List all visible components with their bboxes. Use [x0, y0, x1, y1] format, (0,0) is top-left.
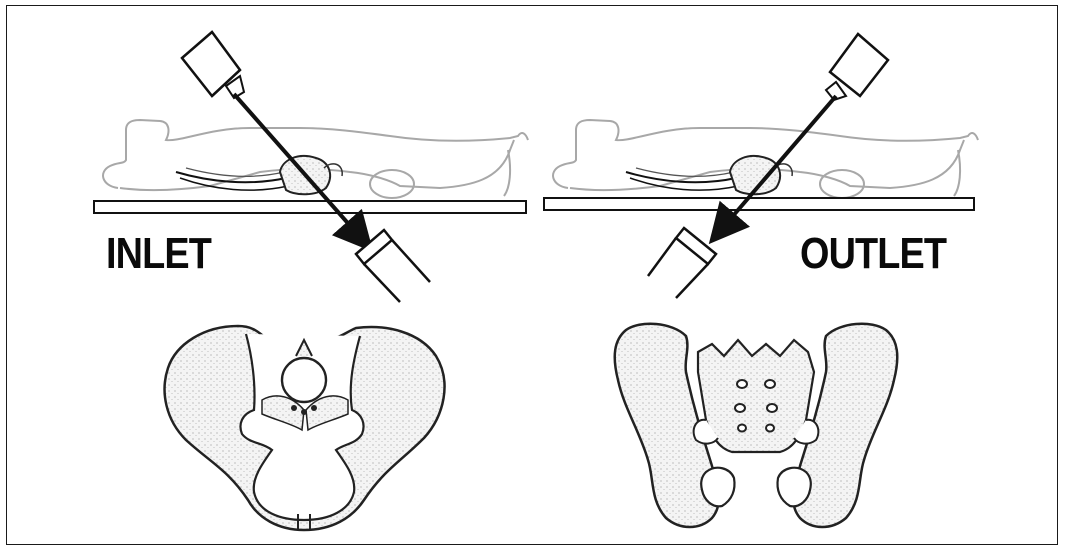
- table: [544, 198, 974, 210]
- x-ray-tube-icon: [826, 34, 888, 100]
- detector-icon: [648, 228, 716, 298]
- outlet-label: OUTLET: [800, 232, 946, 276]
- inlet-label: INLET: [106, 232, 211, 276]
- pelvis-inlet-view: [165, 326, 445, 530]
- x-ray-tube-icon: [182, 32, 244, 98]
- pelvis-outlet-view: [615, 324, 898, 527]
- beam-arrow-icon: [234, 94, 368, 246]
- detector-icon: [356, 230, 430, 302]
- table: [94, 201, 526, 213]
